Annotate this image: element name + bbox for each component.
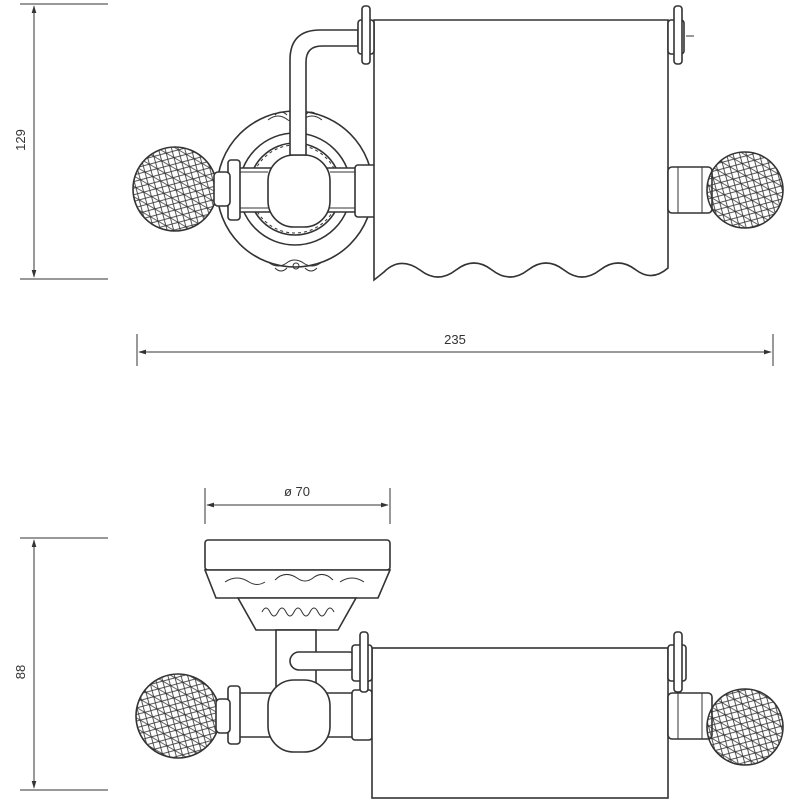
holder-bar — [227, 154, 379, 228]
height-label-top: 129 — [13, 129, 28, 151]
diameter-dimension: ø 70 — [204, 484, 391, 524]
width-label: 235 — [444, 332, 466, 347]
side-arm — [289, 651, 359, 671]
side-paper-roll — [351, 631, 687, 799]
height-dimension-top: 129 — [13, 3, 108, 280]
side-view: ø 70 88 — [13, 484, 784, 799]
side-holder-bar — [227, 679, 379, 753]
paper-roll — [357, 5, 694, 282]
side-left-crystal-knob — [135, 673, 231, 759]
diameter-label: ø 70 — [284, 484, 310, 499]
side-right-crystal-knob — [667, 688, 784, 766]
rosette-side — [203, 539, 392, 689]
front-view: 129 — [13, 3, 784, 366]
width-dimension: 235 — [136, 332, 774, 366]
height-dimension-bottom: 88 — [13, 537, 108, 791]
right-crystal-knob — [667, 151, 784, 229]
height-label-bottom: 88 — [13, 665, 28, 679]
left-crystal-knob — [132, 146, 231, 232]
